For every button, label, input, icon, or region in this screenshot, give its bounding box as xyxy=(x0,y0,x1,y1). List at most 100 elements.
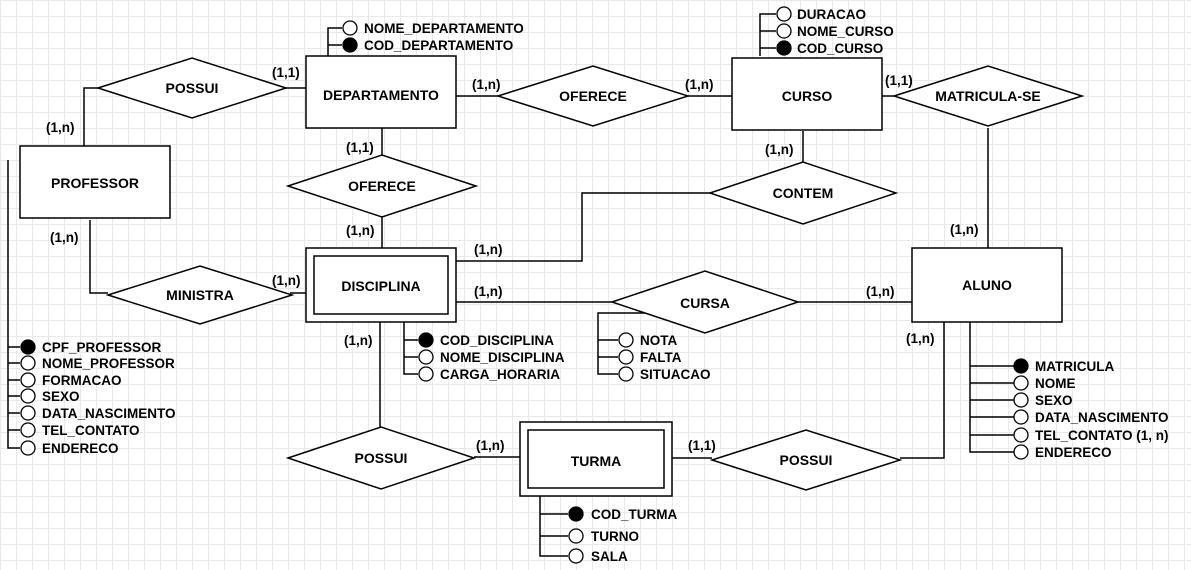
attribute-label: TEL_CONTATO xyxy=(42,423,140,438)
cardinality-label: (1,n) xyxy=(474,284,503,299)
cardinality-label: (1,n) xyxy=(685,77,714,92)
attribute-label: SEXO xyxy=(42,389,80,404)
attribute-label: NOME_CURSO xyxy=(797,24,894,39)
key-attribute-icon xyxy=(568,506,584,522)
attribute-circle-icon xyxy=(342,20,358,36)
attribute-label: TURNO xyxy=(591,529,639,544)
entity-label: DISCIPLINA xyxy=(341,278,420,294)
attribute-label: CPF_PROFESSOR xyxy=(42,340,162,355)
attr-group-aluno: MATRICULA NOME SEXO DATA_NASCIMENTO TEL_… xyxy=(1013,358,1169,460)
attribute-label: SALA xyxy=(591,549,628,564)
attr-group-curso: DURACAO NOME_CURSO COD_CURSO xyxy=(776,6,894,56)
relationship-ministra[interactable]: MINISTRA xyxy=(105,265,295,325)
relationship-label: POSSUI xyxy=(780,452,833,468)
cardinality-label: (1,n) xyxy=(346,223,375,238)
attribute-trees xyxy=(7,13,1014,557)
attribute-circle-icon xyxy=(568,528,584,544)
entity-turma[interactable]: TURMA xyxy=(519,421,673,497)
relationship-possui-disciplina-turma[interactable]: POSSUI xyxy=(285,426,477,490)
attribute-circle-icon xyxy=(1013,392,1029,408)
attribute-label: NOME_DEPARTAMENTO xyxy=(364,21,524,36)
attribute-circle-icon xyxy=(568,548,584,564)
attribute-circle-icon xyxy=(20,388,36,404)
attr-group-professor: CPF_PROFESSOR NOME_PROFESSOR FORMACAO SE… xyxy=(20,339,176,456)
attribute-label: DURACAO xyxy=(797,7,866,22)
attribute-label: TEL_CONTATO (1, n) xyxy=(1035,428,1169,443)
attribute-circle-icon xyxy=(1013,444,1029,460)
cardinality-label: (1,n) xyxy=(50,230,79,245)
cardinality-label: (1,1) xyxy=(272,65,300,80)
cardinality-label: (1,n) xyxy=(906,331,935,346)
attribute-label: ENDERECO xyxy=(42,441,119,456)
entity-label: PROFESSOR xyxy=(51,175,139,191)
attr-group-departamento: NOME_DEPARTAMENTO COD_DEPARTAMENTO xyxy=(342,20,524,53)
attribute-circle-icon xyxy=(418,366,434,382)
key-attribute-icon xyxy=(1013,358,1029,374)
attribute-label: ENDERECO xyxy=(1035,445,1112,460)
attribute-label: CARGA_HORARIA xyxy=(440,367,560,382)
attribute-label: NOME xyxy=(1035,376,1076,391)
cardinality-label: (1,1) xyxy=(688,438,716,453)
entity-aluno[interactable]: ALUNO xyxy=(911,247,1063,323)
connector-lines xyxy=(83,87,989,459)
attribute-label: COD_TURMA xyxy=(591,507,677,522)
relationship-contem[interactable]: CONTEM xyxy=(707,161,899,225)
cardinality-label: (1,n) xyxy=(344,333,373,348)
relationship-possui-professor-departamento[interactable]: POSSUI xyxy=(95,57,289,119)
attribute-circle-icon xyxy=(20,405,36,421)
cardinality-labels: (1,n) (1,1) (1,n) (1,n) (1,1) (1,1) (1,n… xyxy=(46,65,979,453)
relationship-label: CURSA xyxy=(680,295,730,311)
entity-disciplina[interactable]: DISCIPLINA xyxy=(305,247,457,323)
key-attribute-icon xyxy=(418,332,434,348)
attribute-label: SITUACAO xyxy=(640,367,711,382)
cardinality-label: (1,n) xyxy=(765,142,794,157)
relationship-label: MINISTRA xyxy=(166,287,234,303)
attribute-label: NOME_DISCIPLINA xyxy=(440,350,565,365)
attr-group-cursa: NOTA FALTA SITUACAO xyxy=(618,332,711,382)
attribute-circle-icon xyxy=(1013,375,1029,391)
attribute-label: FALTA xyxy=(640,350,682,365)
attribute-label: COD_DISCIPLINA xyxy=(440,333,554,348)
entity-label: TURMA xyxy=(571,453,622,469)
attribute-label: COD_CURSO xyxy=(797,41,883,56)
cardinality-label: (1,n) xyxy=(474,242,503,257)
attribute-label: FORMACAO xyxy=(42,373,122,388)
relationship-matricula-se[interactable]: MATRICULA-SE xyxy=(891,65,1085,127)
relationship-oferece-departamento-disciplina[interactable]: OFERECE xyxy=(285,154,479,218)
attribute-circle-icon xyxy=(776,6,792,22)
attribute-label: SEXO xyxy=(1035,393,1073,408)
attribute-circle-icon xyxy=(20,422,36,438)
attribute-circle-icon xyxy=(20,440,36,456)
entity-departamento[interactable]: DEPARTAMENTO xyxy=(305,55,457,129)
attribute-circle-icon xyxy=(618,349,634,365)
attr-group-turma: COD_TURMA TURNO SALA xyxy=(568,506,677,564)
key-attribute-icon xyxy=(776,40,792,56)
key-attribute-icon xyxy=(342,37,358,53)
relationship-label: POSSUI xyxy=(166,80,219,96)
attribute-circle-icon xyxy=(618,366,634,382)
attribute-circle-icon xyxy=(418,349,434,365)
relationship-cursa[interactable]: CURSA xyxy=(609,270,801,334)
entity-curso[interactable]: CURSO xyxy=(731,57,883,131)
attribute-label: DATA_NASCIMENTO xyxy=(42,406,176,421)
entity-professor[interactable]: PROFESSOR xyxy=(19,145,171,219)
attribute-label: MATRICULA xyxy=(1035,359,1114,374)
attribute-circle-icon xyxy=(618,332,634,348)
cardinality-label: (1,n) xyxy=(46,120,75,135)
cardinality-label: (1,n) xyxy=(476,438,505,453)
attr-group-disciplina: COD_DISCIPLINA NOME_DISCIPLINA CARGA_HOR… xyxy=(418,332,565,382)
relationship-possui-turma-aluno[interactable]: POSSUI xyxy=(709,429,903,491)
attribute-label: DATA_NASCIMENTO xyxy=(1035,410,1169,425)
entity-label: ALUNO xyxy=(962,277,1012,293)
attribute-circle-icon xyxy=(1013,409,1029,425)
relationship-label: CONTEM xyxy=(773,185,834,201)
relationship-oferece-departamento-curso[interactable]: OFERECE xyxy=(495,65,691,127)
relationship-label: MATRICULA-SE xyxy=(935,88,1041,104)
attribute-label: NOTA xyxy=(640,333,677,348)
cardinality-label: (1,1) xyxy=(346,140,374,155)
relationship-label: POSSUI xyxy=(355,450,408,466)
cardinality-label: (1,n) xyxy=(950,222,979,237)
attribute-label: COD_DEPARTAMENTO xyxy=(364,38,513,53)
key-attribute-icon xyxy=(20,339,36,355)
